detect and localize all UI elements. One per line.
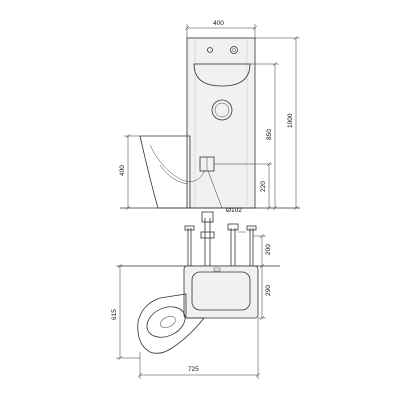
dim-plan-upper-depth: 200 — [253, 233, 272, 269]
plan-view — [118, 211, 280, 354]
flush-plate — [211, 99, 233, 121]
dim-plan-total-depth-label: 615 — [111, 309, 118, 320]
basin-bowl — [193, 63, 251, 87]
supply-pipes — [184, 211, 257, 266]
dim-top-width: 400 — [184, 20, 258, 38]
basin-well-plan — [191, 271, 251, 311]
dim-outlet-diameter: Ø102 — [207, 170, 242, 214]
panel-body — [186, 37, 256, 209]
dim-plan-upper-depth-label: 200 — [265, 244, 272, 255]
dim-plan-lower-depth: 290 — [258, 266, 272, 321]
basin-unit-plan — [183, 265, 259, 319]
toilet-bowl-side — [139, 135, 191, 209]
dim-outlet-diameter-label: Ø102 — [226, 207, 242, 214]
tap-button-left — [207, 47, 213, 53]
elevation-view — [120, 37, 300, 209]
toilet-plan-outline — [137, 293, 205, 354]
panel-shading — [194, 40, 248, 206]
dim-height-bowl-label: 400 — [119, 165, 126, 176]
dim-height-outlet: 220 — [214, 161, 272, 211]
dim-height-outlet-label: 220 — [260, 181, 267, 192]
dim-height-total-label: 1000 — [287, 113, 294, 128]
dim-height-panel-label: 850 — [266, 129, 273, 140]
dim-plan-total-depth: 615 — [111, 263, 140, 361]
toilet-seat-opening — [146, 306, 186, 338]
dim-plan-lower-depth-label: 290 — [265, 285, 272, 296]
dim-plan-total-width: 725 — [137, 318, 261, 379]
dim-top-width-label: 400 — [213, 20, 224, 27]
dim-height-bowl: 400 — [119, 133, 140, 211]
dim-height-panel: 850 — [250, 61, 279, 211]
dim-plan-total-width-label: 725 — [188, 366, 199, 373]
dim-height-total: 1000 — [255, 35, 300, 211]
tap-button-right — [230, 46, 238, 54]
bowl-inner-curve — [149, 144, 206, 182]
